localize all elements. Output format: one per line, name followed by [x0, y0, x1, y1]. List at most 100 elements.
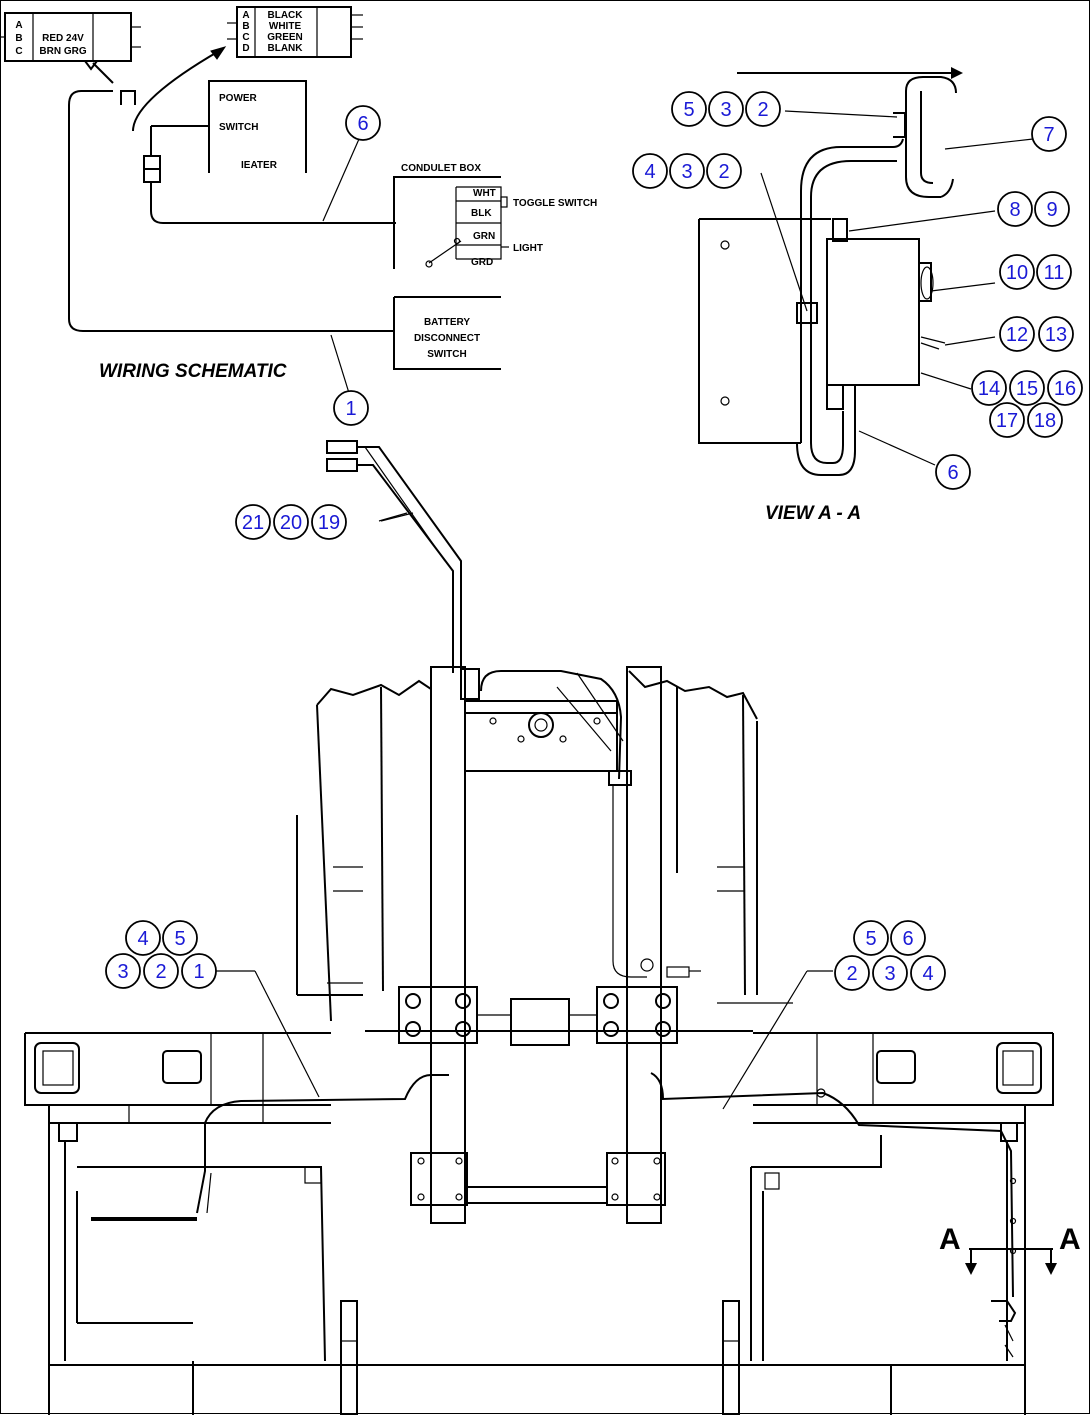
section-letter-left: A [939, 1223, 961, 1256]
svg-text:20: 20 [280, 512, 302, 534]
svg-text:9: 9 [1046, 199, 1057, 221]
callout-6-right: 6 [890, 920, 926, 956]
svg-text:1: 1 [193, 961, 204, 983]
pin-a: A [242, 10, 249, 21]
callout-6-schematic: 6 [345, 105, 381, 141]
svg-text:5: 5 [865, 928, 876, 950]
callout-17: 17 [989, 402, 1025, 438]
svg-text:1: 1 [345, 398, 356, 420]
svg-text:16: 16 [1054, 378, 1076, 400]
section-line-a-a: A A [939, 1223, 1081, 1275]
svg-text:17: 17 [996, 410, 1018, 432]
callout-4-view: 4 [632, 153, 668, 189]
svg-text:6: 6 [947, 462, 958, 484]
callout-10: 10 [999, 254, 1035, 290]
pin-b: B [15, 33, 22, 44]
wire-label-red: RED 24V [42, 33, 84, 44]
cable-to-heater [326, 440, 462, 673]
pin-c: C [15, 46, 22, 57]
callout-19: 19 [311, 504, 347, 540]
callout-21: 21 [235, 504, 271, 540]
heater-label: IEATER [241, 160, 278, 171]
callout-16: 16 [1047, 370, 1083, 406]
svg-text:5: 5 [174, 928, 185, 950]
connector-left: A B C RED 24V BRN GRG [1, 12, 141, 62]
callout-8: 8 [997, 191, 1033, 227]
grn-label: GRN [473, 231, 495, 242]
svg-text:6: 6 [357, 113, 368, 135]
battery-label: BATTERY [424, 317, 470, 328]
svg-text:3: 3 [720, 99, 731, 121]
svg-text:3: 3 [681, 161, 692, 183]
light-label: LIGHT [513, 243, 543, 254]
wire-label-blank: BLANK [268, 43, 304, 54]
toggle-switch-label: TOGGLE SWITCH [513, 198, 597, 209]
assembly-leaders [215, 512, 833, 1110]
svg-text:8: 8 [1009, 199, 1020, 221]
svg-text:21: 21 [242, 512, 264, 534]
battery-box-left [48, 1105, 1025, 1415]
wire-label-white: WHITE [269, 21, 302, 32]
svg-text:3: 3 [117, 961, 128, 983]
battery-disconnect-box: BATTERY DISCONNECT SWITCH [393, 296, 501, 370]
wire-label-black: BLACK [268, 10, 304, 21]
callout-5-left: 5 [162, 920, 198, 956]
callout-4-right: 4 [910, 955, 946, 991]
callout-2-view-b: 2 [706, 153, 742, 189]
svg-text:7: 7 [1043, 124, 1054, 146]
wht-label: WHT [473, 188, 496, 199]
svg-text:4: 4 [922, 963, 933, 985]
svg-text:2: 2 [757, 99, 768, 121]
view-a-a-title: VIEW A - A [765, 503, 861, 524]
svg-text:11: 11 [1044, 262, 1065, 284]
callout-18: 18 [1027, 402, 1063, 438]
svg-text:13: 13 [1045, 324, 1067, 346]
heater-box: POWER SWITCH IEATER [208, 80, 307, 173]
callout-9: 9 [1034, 191, 1070, 227]
pin-a: A [15, 20, 22, 31]
svg-text:18: 18 [1034, 410, 1056, 432]
leader-6 [322, 138, 360, 222]
svg-text:2: 2 [718, 161, 729, 183]
callout-1-left: 1 [181, 953, 217, 989]
schematic-arrows [83, 46, 227, 132]
section-letter-right: A [1059, 1223, 1081, 1256]
callout-14: 14 [971, 370, 1007, 406]
svg-text:15: 15 [1016, 378, 1038, 400]
wire-label-brn: BRN GRG [39, 46, 86, 57]
callout-15: 15 [1009, 370, 1045, 406]
callout-3-view-b: 3 [669, 153, 705, 189]
pin-c: C [242, 32, 249, 43]
svg-text:12: 12 [1006, 324, 1028, 346]
callout-5-view: 5 [671, 91, 707, 127]
svg-text:6: 6 [902, 928, 913, 950]
pin-d: D [242, 43, 249, 54]
svg-text:5: 5 [683, 99, 694, 121]
callout-13: 13 [1038, 316, 1074, 352]
callout-7: 7 [1031, 116, 1067, 152]
leader-1 [330, 334, 350, 394]
callout-3-left: 3 [105, 953, 141, 989]
callout-2-view: 2 [745, 91, 781, 127]
wire-label-green: GREEN [267, 32, 303, 43]
callout-6-view: 6 [935, 454, 971, 490]
svg-text:4: 4 [137, 928, 148, 950]
callout-5-right: 5 [853, 920, 889, 956]
heater-power-label: POWER [219, 93, 258, 104]
callout-4-left: 4 [125, 920, 161, 956]
svg-text:4: 4 [644, 161, 655, 183]
svg-text:19: 19 [318, 512, 340, 534]
switch-label: SWITCH [427, 349, 466, 360]
grd-label: GRD [471, 257, 493, 268]
view-a-a [698, 67, 1034, 476]
callout-1-schematic: 1 [333, 390, 369, 426]
frame-wiring [196, 1072, 1017, 1298]
svg-text:10: 10 [1006, 262, 1028, 284]
blk-label: BLK [471, 208, 492, 219]
svg-text:14: 14 [978, 378, 1000, 400]
svg-text:2: 2 [846, 963, 857, 985]
callout-2-right: 2 [834, 955, 870, 991]
callout-2-left: 2 [143, 953, 179, 989]
main-frame [24, 1032, 1054, 1123]
